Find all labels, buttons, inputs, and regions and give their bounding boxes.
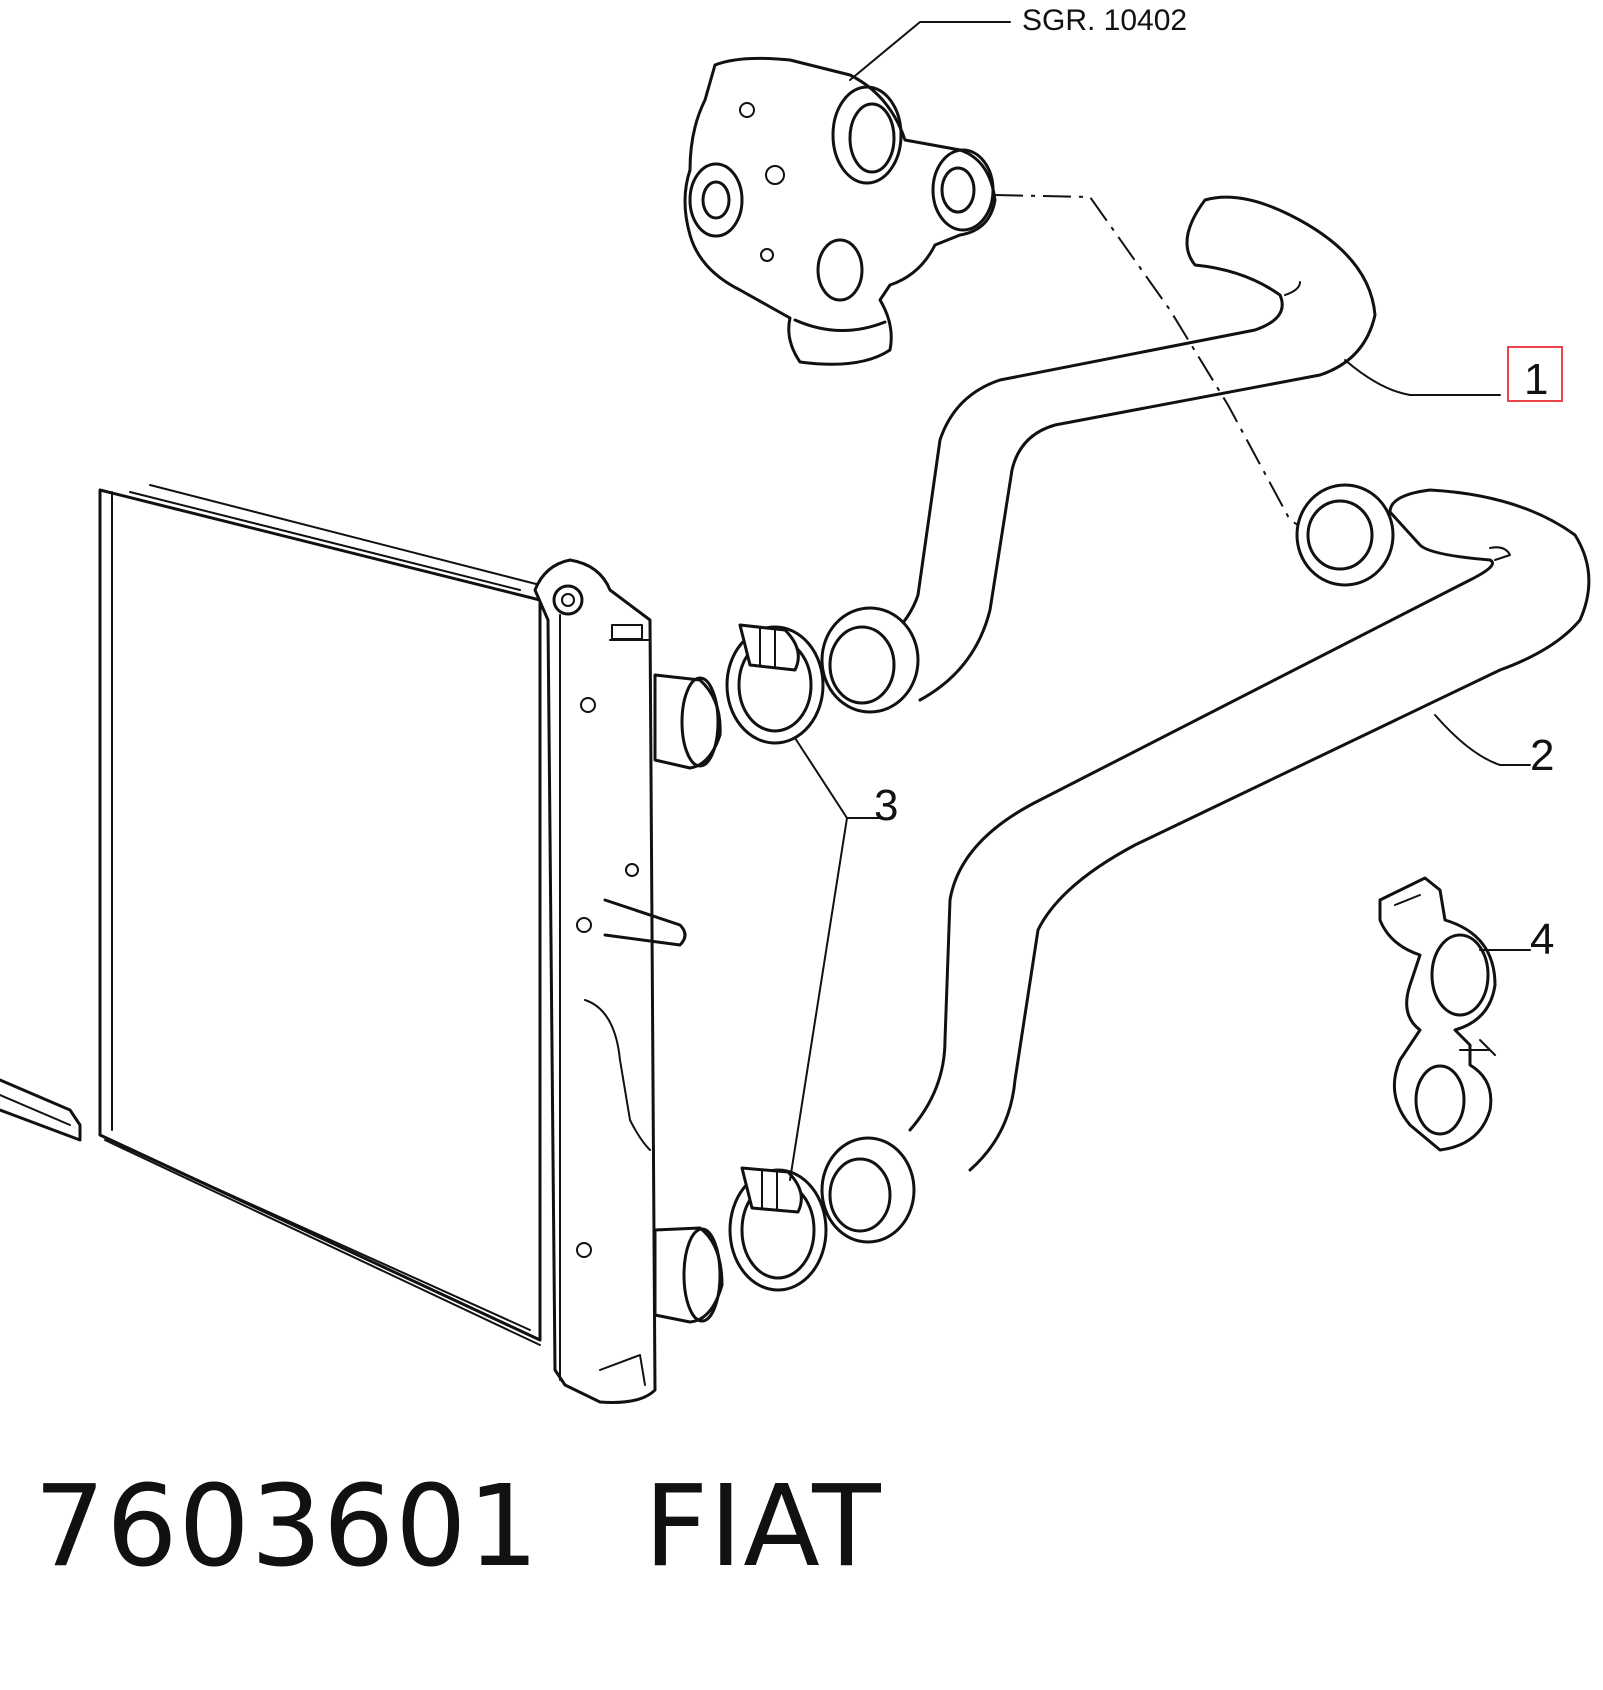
radiator-bottom-rail bbox=[104, 1139, 541, 1346]
hose-1-body bbox=[846, 195, 1377, 702]
hose-clamp-lower bbox=[728, 1166, 828, 1292]
callout-3-leader-lower bbox=[789, 817, 848, 1181]
hose-retaining-clip bbox=[1378, 876, 1497, 1152]
callout-1-highlight-box[interactable] bbox=[1507, 346, 1563, 402]
reference-label: SGR. 10402 bbox=[1022, 4, 1187, 37]
hose-2-end-radiator bbox=[820, 1136, 916, 1244]
thermostat-upper-port bbox=[831, 85, 903, 185]
radiator-lower-outlet bbox=[653, 1226, 724, 1324]
thermostat-housing bbox=[683, 21, 1011, 366]
part-number: 7603601 bbox=[34, 1462, 540, 1592]
radiator bbox=[0, 484, 724, 1404]
reference-leader bbox=[849, 21, 1011, 81]
hose-2-body bbox=[908, 488, 1591, 1172]
callout-4-number: 4 bbox=[1530, 915, 1554, 964]
callout-1-number: 1 bbox=[1524, 355, 1548, 404]
callout-2-number: 2 bbox=[1530, 731, 1554, 780]
radiator-left-bracket bbox=[0, 1078, 82, 1142]
thermostat-left-port bbox=[688, 162, 744, 238]
radiator-upper-outlet bbox=[653, 673, 722, 770]
radiator-bottom-rail-2 bbox=[119, 1144, 531, 1331]
radiator-mount-arm bbox=[603, 898, 687, 947]
hose-clamp-upper bbox=[725, 623, 825, 745]
callout-1-leader bbox=[1344, 359, 1501, 396]
callout-3-leader-upper bbox=[794, 737, 881, 819]
hose-1 bbox=[820, 195, 1501, 714]
radiator-top-rail-2 bbox=[149, 484, 541, 586]
radiator-top-rail bbox=[129, 491, 521, 591]
callout-3-number: 3 bbox=[874, 781, 898, 830]
hose-2-end-thermostat bbox=[1295, 483, 1395, 587]
thermostat-side-port bbox=[931, 148, 995, 232]
callout-2-leader bbox=[1434, 714, 1531, 766]
radiator-right-tank bbox=[533, 558, 657, 1404]
hose-2 bbox=[820, 483, 1591, 1244]
radiator-core bbox=[98, 488, 542, 1342]
hose-1-end-radiator bbox=[820, 606, 920, 714]
part-footer: 7603601 FIAT bbox=[34, 1462, 882, 1592]
brand-name: FIAT bbox=[643, 1462, 882, 1592]
radiator-bleed-cap bbox=[552, 584, 584, 616]
